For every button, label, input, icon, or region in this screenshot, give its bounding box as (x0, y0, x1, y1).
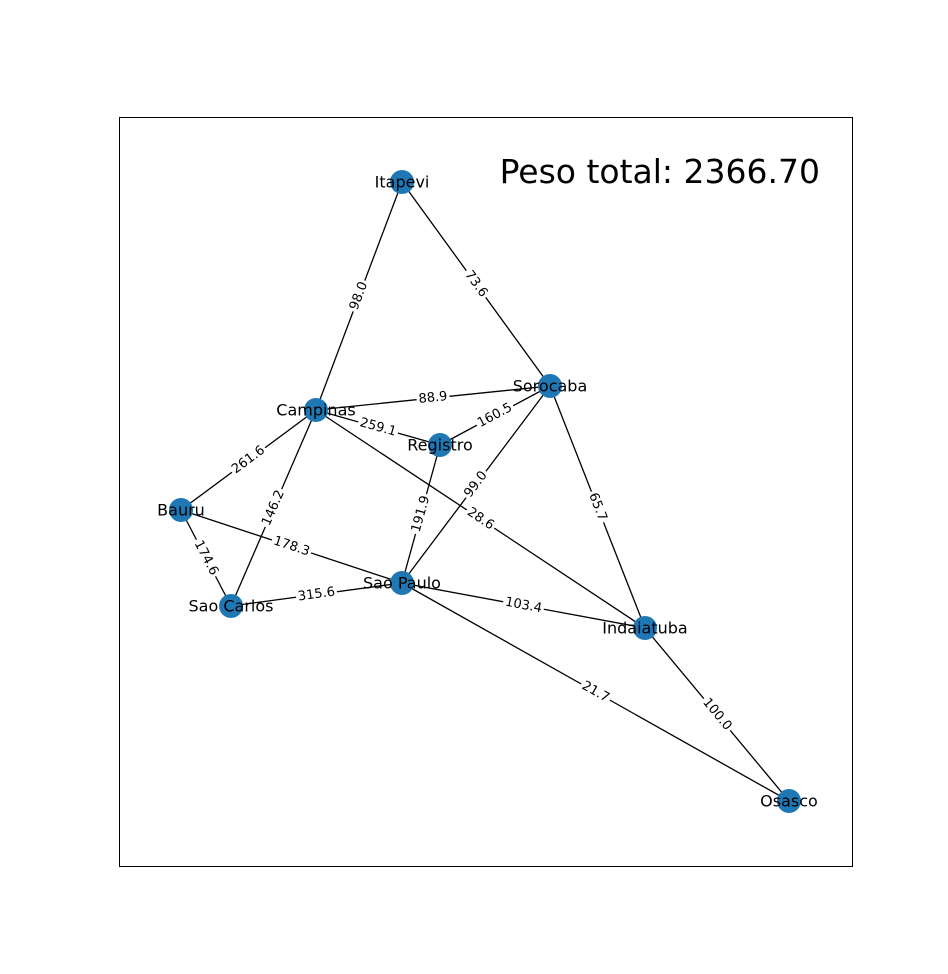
edge-weight-saocarlos-saopaulo: 315.6 (294, 583, 339, 606)
edge-weight-campinas-sorocaba: 88.9 (415, 387, 451, 409)
node-indaiatuba (633, 616, 657, 640)
node-saopaulo (390, 571, 414, 595)
edge-weight-label: 88.9 (418, 389, 448, 407)
edge-weight-label: 315.6 (297, 585, 336, 605)
node-label-itapevi: Itapevi (375, 173, 430, 192)
node-campinas (304, 398, 328, 422)
edge-weight-bg (576, 676, 615, 708)
plot-frame (119, 117, 853, 867)
edge-weight-bg (459, 265, 493, 303)
node-bauru (169, 498, 193, 522)
edge-weight-bg (459, 466, 493, 503)
edge-weight-bg (415, 387, 451, 409)
node-itapevi (390, 170, 414, 194)
total-weight-title: Peso total: 2366.70 (500, 152, 820, 191)
edge-weight-bg (472, 398, 518, 433)
edge-weight-saopaulo-indaiatuba: 103.4 (501, 593, 546, 618)
edge-weight-bg (294, 583, 339, 606)
node-label-bauru: Bauru (157, 501, 205, 520)
node-osasco (777, 789, 801, 813)
edge-weight-bg (407, 491, 435, 537)
node-label-indaiatuba: Indaiatuba (602, 619, 687, 638)
node-saocarlos (219, 594, 243, 618)
edge-weight-bg (257, 485, 290, 531)
edge-weight-bg (269, 531, 314, 562)
node-label-saopaulo: Sao Paulo (363, 574, 441, 593)
node-label-saocarlos: Sao Carlos (189, 597, 274, 616)
node-label-osasco: Osasco (760, 792, 818, 811)
edge-weight-bg (501, 593, 546, 618)
node-label-registro: Registro (407, 436, 472, 455)
edge-weight-bg (462, 502, 499, 536)
edge-weight-bg (697, 693, 737, 736)
edge-weight-bg (188, 535, 224, 581)
node-registro (428, 433, 452, 457)
edge-weight-label: 103.4 (504, 595, 543, 617)
edge-weight-bg (583, 488, 612, 526)
node-label-campinas: Campinas (276, 401, 355, 420)
node-sorocaba (538, 374, 562, 398)
node-labels-layer: ItapeviSorocabaCampinasRegistroBauruSao … (157, 173, 818, 811)
edge-weight-bg (345, 277, 373, 315)
nodes-layer (169, 170, 801, 813)
edge-weight-bg (226, 440, 271, 480)
edge-weight-bg (355, 413, 401, 442)
node-label-sorocaba: Sorocaba (513, 377, 588, 396)
